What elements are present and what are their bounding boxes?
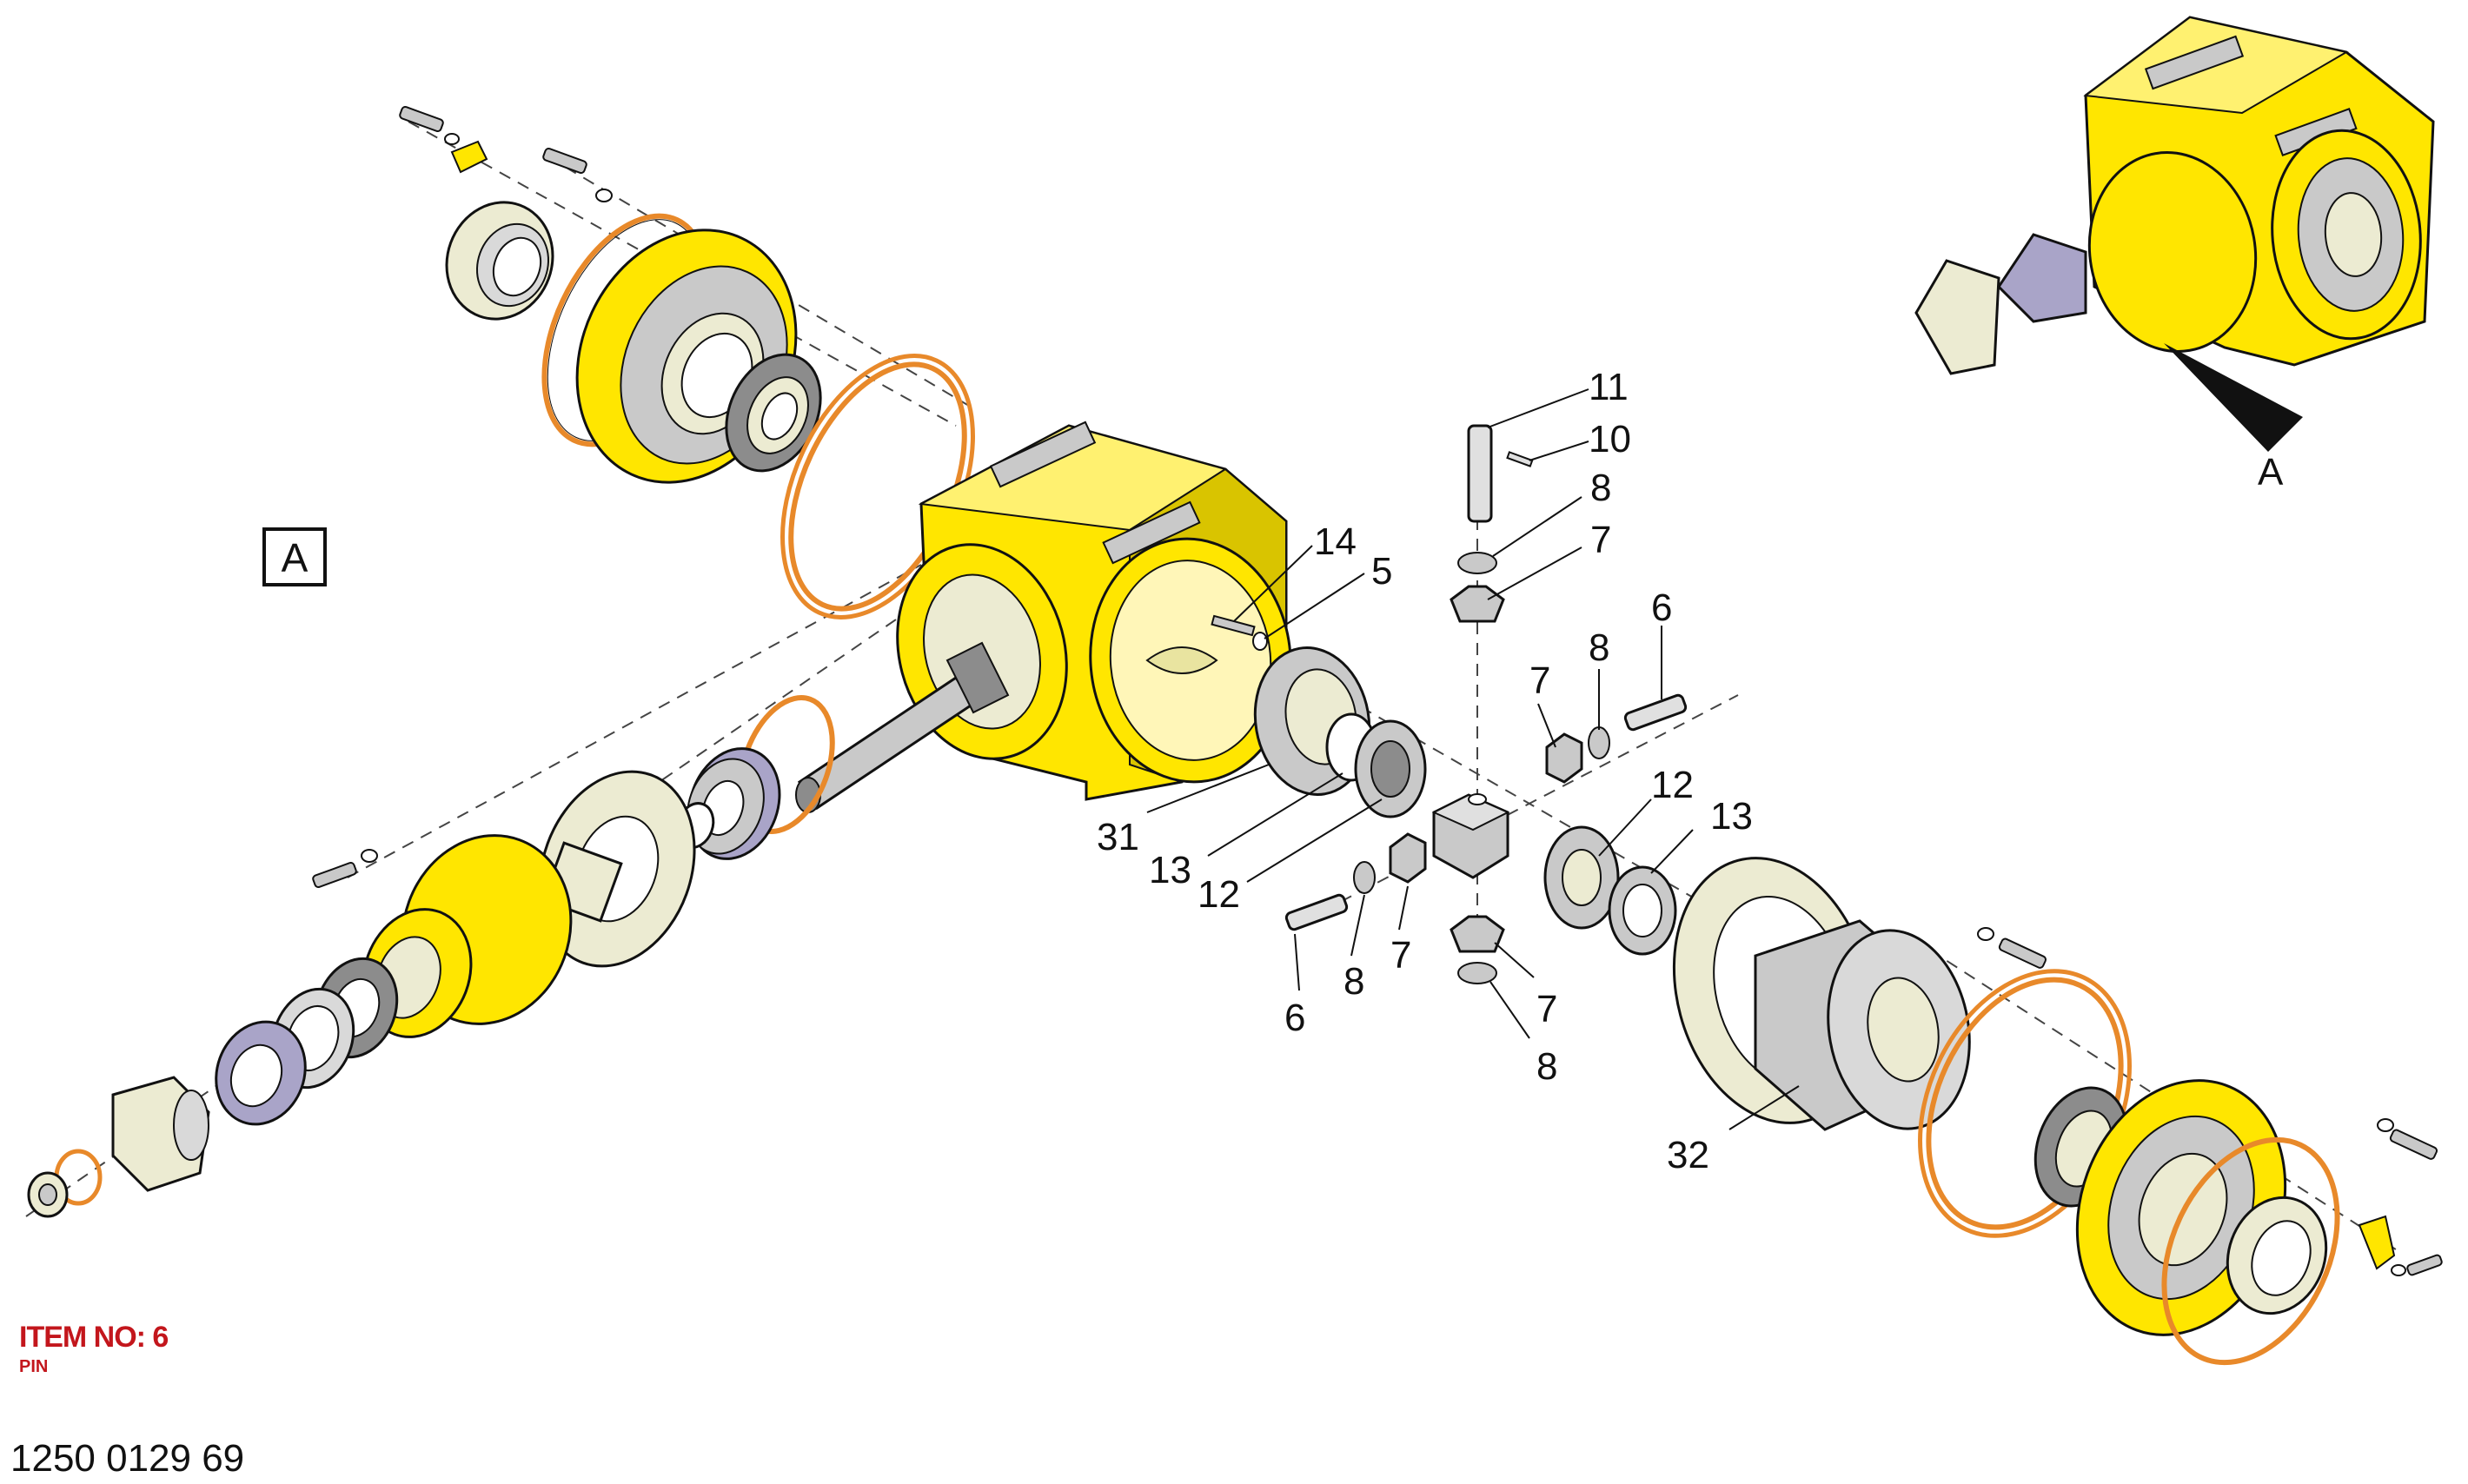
callout-12-right: 12 [1651, 764, 1694, 806]
callout-32: 32 [1667, 1134, 1709, 1176]
callout-31: 31 [1097, 816, 1139, 858]
callout-11: 11 [1589, 366, 1629, 408]
callout-14: 14 [1314, 520, 1357, 563]
inset-view-arrow [2164, 343, 2303, 452]
callout-13-left: 13 [1149, 849, 1191, 891]
yoke-nut [27, 1171, 69, 1218]
lower-o-ring-2 [2161, 1136, 2340, 1366]
pinion-shaft [795, 641, 1010, 813]
spider-gear-7-left [1389, 832, 1427, 884]
washer-8-bottom [1457, 962, 1497, 984]
item-name: PIN [19, 1357, 49, 1376]
callout-13-right: 13 [1710, 795, 1753, 838]
callout-7-bottom: 7 [1536, 988, 1558, 1030]
callout-6-right: 6 [1651, 586, 1673, 629]
callout-7-right: 7 [1529, 659, 1551, 702]
inset-arrow-label: A [2258, 451, 2284, 494]
item-number-title: ITEM NO: 6 [19, 1321, 169, 1354]
view-label-box: A [262, 527, 327, 586]
differential-spider [1431, 793, 1510, 879]
washer-8-left [1353, 861, 1376, 894]
pin-6-left [1284, 893, 1349, 931]
callout-10: 10 [1589, 418, 1631, 460]
differential-case-32 [1754, 919, 1971, 1131]
leader-lines [1146, 388, 1800, 1130]
spider-gear-7-bottom [1450, 915, 1505, 953]
lower-bolt-1 [1977, 927, 2047, 969]
pinion-seal [215, 1020, 307, 1126]
pinion-bolt [312, 849, 378, 889]
callout-5: 5 [1371, 550, 1393, 593]
differential-housing [896, 421, 1292, 801]
callout-7-left: 7 [1390, 934, 1412, 977]
roll-pin-10 [1506, 451, 1534, 467]
callout-8-left: 8 [1343, 960, 1365, 1003]
spider-gear-7-right [1545, 732, 1583, 784]
inset-assembled-view [1914, 16, 2435, 375]
callout-12-left: 12 [1198, 873, 1240, 916]
callout-8-right: 8 [1589, 626, 1610, 669]
lower-right-bearing-cup [2226, 1196, 2328, 1315]
lower-bolt-3 [2358, 1215, 2443, 1276]
callout-7-top: 7 [1590, 519, 1612, 561]
washer-5 [1252, 632, 1268, 651]
washer-8-top [1457, 552, 1497, 574]
upper-tapered-bearing [725, 353, 822, 473]
callout-8-bottom: 8 [1536, 1045, 1558, 1088]
cross-shaft-11 [1467, 424, 1493, 523]
pinion-housing [362, 834, 573, 1038]
pin-6-right [1623, 693, 1688, 732]
side-gear-12-left [1354, 719, 1427, 818]
side-gear-12-right [1543, 825, 1620, 930]
upper-bolt-1 [399, 105, 488, 174]
spider-gear-7-top [1450, 585, 1505, 623]
lower-bolt-2 [2377, 1118, 2438, 1160]
washer-8-right [1588, 726, 1610, 759]
callout-6-left: 6 [1284, 997, 1306, 1039]
upper-left-bearing-cup [445, 201, 554, 321]
callout-8-top: 8 [1590, 467, 1612, 509]
input-yoke [111, 1076, 210, 1192]
upper-bolt-2 [542, 147, 613, 202]
document-number: 1250 0129 69 [10, 1437, 245, 1480]
